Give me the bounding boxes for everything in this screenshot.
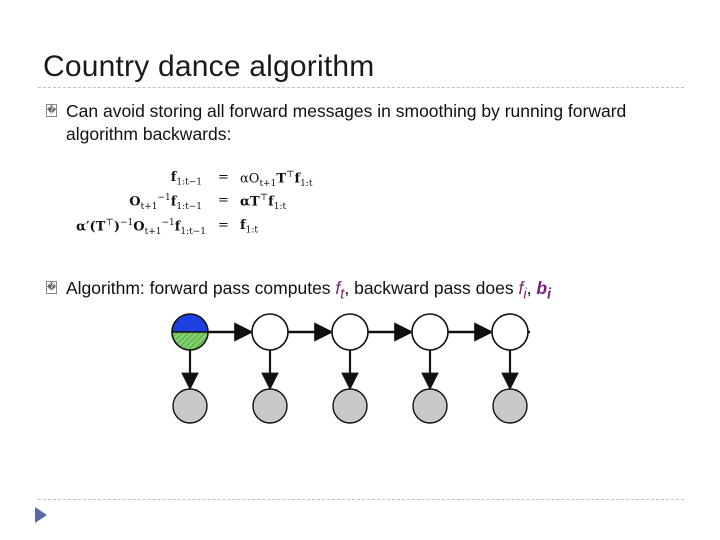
hidden-node-current	[171, 313, 209, 351]
observed-node	[172, 388, 208, 424]
hmm-chain-diagram	[171, 313, 530, 424]
bullet-glyph-icon: �	[46, 104, 57, 117]
footer-divider	[38, 499, 684, 500]
equation-row-3: α′(T⊤)−1Ot+1−1f1:t−1 = f1:t	[76, 218, 258, 237]
hidden-node	[251, 313, 289, 351]
hidden-node	[411, 313, 449, 351]
bullet-text: Algorithm: forward pass computes ft, bac…	[66, 278, 552, 303]
equation-row-2: Ot+1−1f1:t−1 = αT⊤f1:t	[129, 193, 287, 212]
hidden-node-forward-half	[172, 314, 208, 332]
bullet-algorithm: � Algorithm: forward pass computes ft, b…	[46, 277, 686, 307]
observed-node	[332, 388, 368, 424]
observed-node	[252, 388, 288, 424]
equation-row-1: f1:t−1 = αOt+1T⊤f1:t	[170, 170, 313, 189]
bullet-glyph-icon: �	[46, 281, 57, 294]
title-divider	[38, 87, 684, 88]
hidden-node	[331, 313, 369, 351]
chain-edges	[181, 322, 530, 391]
observed-node	[412, 388, 448, 424]
bullet-store-messages: � Can avoid storing all forward messages…	[46, 100, 686, 146]
equation-block: f1:t−1 = αOt+1T⊤f1:t Ot+1−1f1:t−1 = αT⊤f…	[62, 166, 362, 242]
hidden-node-backward-half	[172, 332, 208, 350]
bullet-text: Can avoid storing all forward messages i…	[66, 101, 627, 144]
chain-nodes	[171, 313, 529, 424]
hidden-node	[491, 313, 529, 351]
slide-title: Country dance algorithm	[43, 50, 375, 83]
observed-node	[492, 388, 528, 424]
next-slide-arrow-icon[interactable]	[34, 506, 48, 524]
